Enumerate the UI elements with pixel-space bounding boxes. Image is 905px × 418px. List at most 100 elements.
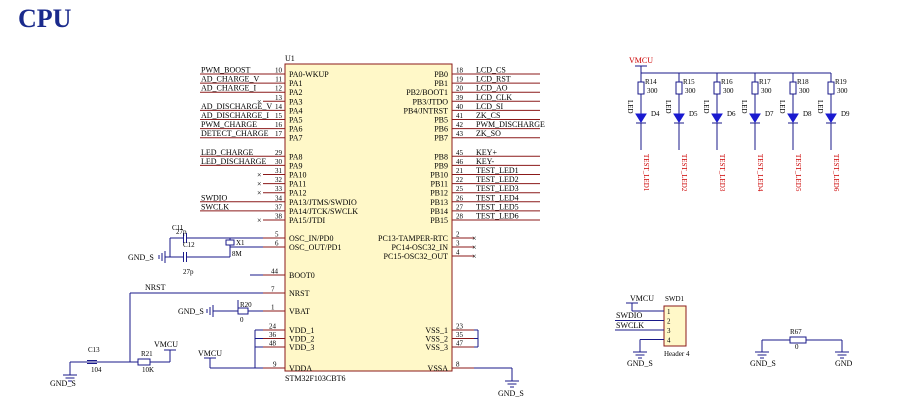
pin-name: PB13 bbox=[430, 198, 448, 207]
pin-name: PB9 bbox=[434, 161, 448, 170]
test-led-net: TEST_LED6 bbox=[832, 154, 840, 192]
net-label: AD_DISCHARGE_I bbox=[201, 111, 269, 120]
diode-ref: D8 bbox=[803, 110, 812, 118]
pin-name: PC15-OSC32_OUT bbox=[384, 252, 449, 261]
led-label: LED bbox=[740, 100, 748, 114]
pin-number: 17 bbox=[275, 130, 283, 138]
pin-number: 41 bbox=[456, 112, 464, 120]
vmcu-label: VMCU bbox=[198, 349, 222, 358]
pin-number: 25 bbox=[456, 185, 464, 193]
r20-value: 0 bbox=[240, 316, 244, 324]
gnd-s-label: GND_S bbox=[128, 253, 154, 262]
led-diode bbox=[635, 113, 647, 123]
vmcu-label: VMCU bbox=[630, 294, 654, 303]
c12-ref: C12 bbox=[183, 241, 195, 249]
pin-name: PC14-OSC32_IN bbox=[392, 243, 449, 252]
pin-number: 9 bbox=[273, 361, 277, 369]
pin-name: PB11 bbox=[431, 180, 449, 189]
pin-name: PA14/JTCK/SWCLK bbox=[289, 207, 358, 216]
pin-number: 31 bbox=[275, 167, 283, 175]
resistor-value: 300 bbox=[761, 87, 772, 95]
pin-number: 45 bbox=[456, 149, 464, 157]
pin-number: 16 bbox=[275, 121, 283, 129]
pin-number: 7 bbox=[271, 286, 275, 294]
resistor-value: 300 bbox=[799, 87, 810, 95]
header-pin-number: 2 bbox=[667, 318, 671, 326]
pin-number: 14 bbox=[275, 103, 283, 111]
pin-name: VDD_2 bbox=[289, 335, 314, 344]
pin-name: PB7 bbox=[434, 134, 448, 143]
net-label: TEST_LED2 bbox=[476, 175, 519, 184]
resistor-ref: R18 bbox=[797, 78, 809, 86]
resistor-r21 bbox=[137, 358, 151, 366]
page-title: CPU bbox=[18, 4, 72, 33]
r67-value: 0 bbox=[795, 343, 799, 351]
pin-name: PB0 bbox=[434, 70, 448, 79]
net-label: TEST_LED5 bbox=[476, 202, 519, 211]
no-connect-mark: × bbox=[257, 97, 262, 106]
pin-number: 44 bbox=[271, 268, 279, 276]
crystal-value: 8M bbox=[232, 250, 243, 258]
net-label: AD_CHARGE_V bbox=[201, 75, 259, 84]
pin-name: NRST bbox=[289, 289, 310, 298]
net-label: PWM_BOOST bbox=[201, 66, 250, 75]
no-connect-mark: × bbox=[257, 216, 262, 225]
pin-name: PA12 bbox=[289, 189, 307, 198]
r21-value: 10K bbox=[142, 366, 154, 374]
pin-number: 38 bbox=[275, 213, 283, 221]
pin-name: PB12 bbox=[430, 189, 448, 198]
c11-ref: C11 bbox=[172, 224, 184, 232]
swd-header bbox=[663, 305, 687, 347]
pin-name: PB14 bbox=[430, 207, 448, 216]
pin-name: OSC_IN/PD0 bbox=[289, 234, 333, 243]
pin-name: PA6 bbox=[289, 125, 303, 134]
net-label: LED_CHARGE bbox=[201, 148, 254, 157]
swclk-label: SWCLK bbox=[616, 321, 644, 330]
resistor bbox=[751, 81, 759, 95]
mcu-ref: U1 bbox=[285, 54, 295, 63]
header-pin-number: 1 bbox=[667, 308, 671, 316]
pin-number: 8 bbox=[456, 361, 460, 369]
pin-name: PA13/JTMS/SWDIO bbox=[289, 198, 357, 207]
pin-name: PB4/JNTRST bbox=[404, 106, 449, 115]
test-led-net: TEST_LED5 bbox=[794, 154, 802, 192]
pin-number: 21 bbox=[456, 167, 464, 175]
net-label: LCD_CS bbox=[476, 66, 506, 75]
net-label: TEST_LED3 bbox=[476, 184, 519, 193]
led-diode bbox=[711, 113, 723, 123]
pin-number: 19 bbox=[456, 76, 464, 84]
test-led-net: TEST_LED4 bbox=[756, 154, 764, 192]
pin-number: 40 bbox=[456, 103, 464, 111]
pin-number: 34 bbox=[275, 194, 283, 202]
resistor bbox=[827, 81, 835, 95]
gnd-s-label: GND_S bbox=[178, 307, 204, 316]
led-label: LED bbox=[778, 100, 786, 114]
pin-number: 29 bbox=[275, 149, 283, 157]
header-pin-number: 3 bbox=[667, 327, 671, 335]
pin-number: 35 bbox=[456, 331, 464, 339]
net-label: TEST_LED1 bbox=[476, 166, 519, 175]
gnd-s-label: GND_S bbox=[498, 389, 524, 398]
pin-name: PA3 bbox=[289, 97, 303, 106]
pin-number: 46 bbox=[456, 158, 464, 166]
test-led-net: TEST_LED2 bbox=[680, 154, 688, 192]
c13-value: 104 bbox=[91, 366, 102, 374]
net-label: LCD_CLK bbox=[476, 93, 512, 102]
diode-ref: D7 bbox=[765, 110, 774, 118]
net-label: DETECT_CHARGE bbox=[201, 129, 269, 138]
pin-number: 4 bbox=[456, 249, 460, 257]
pin-number: 23 bbox=[456, 323, 464, 331]
no-connect-mark: × bbox=[472, 252, 477, 261]
mcu-body bbox=[284, 63, 453, 372]
gnd-s-label: GND_S bbox=[627, 359, 653, 368]
pin-name: PA9 bbox=[289, 161, 303, 170]
net-label: ZK_CS bbox=[476, 111, 500, 120]
pin-name: PB2/BOOT1 bbox=[406, 88, 448, 97]
pin-number: 43 bbox=[456, 130, 464, 138]
pin-name: PC13-TAMPER-RTC bbox=[378, 234, 448, 243]
led-label: LED bbox=[702, 100, 710, 114]
net-label: TEST_LED4 bbox=[476, 193, 519, 202]
led-diode bbox=[787, 113, 799, 123]
pin-number: 20 bbox=[456, 85, 464, 93]
